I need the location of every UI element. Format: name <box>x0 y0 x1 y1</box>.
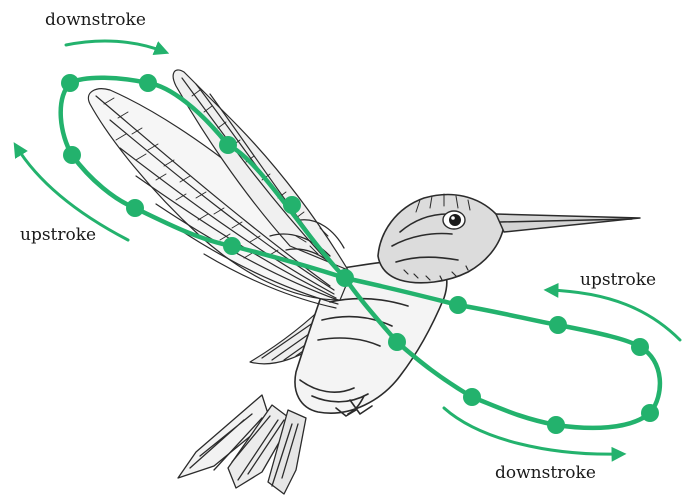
label-downstroke-bottom: downstroke <box>495 463 596 483</box>
path-marker <box>223 237 241 255</box>
path-marker <box>463 388 481 406</box>
path-marker <box>61 74 79 92</box>
bird-beak <box>496 214 640 232</box>
label-upstroke-right: upstroke <box>580 270 656 290</box>
path-marker <box>63 146 81 164</box>
path-marker <box>126 199 144 217</box>
label-downstroke-top: downstroke <box>45 10 146 30</box>
path-marker <box>449 296 467 314</box>
bird-head <box>378 194 504 283</box>
label-upstroke-left: upstroke <box>20 225 96 245</box>
bird-eye <box>443 211 465 229</box>
path-marker <box>283 196 301 214</box>
path-marker <box>631 338 649 356</box>
path-marker <box>547 416 565 434</box>
path-marker <box>336 269 354 287</box>
path-marker <box>641 404 659 422</box>
arrow-downstroke-bottom <box>444 408 622 454</box>
path-marker <box>139 74 157 92</box>
path-marker <box>219 136 237 154</box>
path-marker <box>388 333 406 351</box>
path-marker <box>549 316 567 334</box>
bird-tail <box>178 395 306 494</box>
arrow-downstroke-top <box>66 41 165 52</box>
bird-upper-wing <box>88 70 350 308</box>
arrow-upstroke-right <box>548 290 680 340</box>
